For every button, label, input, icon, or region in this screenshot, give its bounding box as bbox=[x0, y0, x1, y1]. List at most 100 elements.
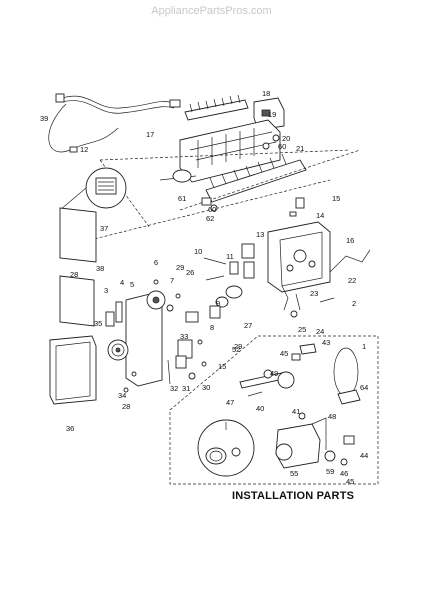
callout-8: 8 bbox=[210, 323, 214, 332]
callout-22: 22 bbox=[348, 276, 356, 285]
screw-20 bbox=[272, 134, 280, 142]
callout-29: 29 bbox=[234, 342, 242, 351]
fitting-48 bbox=[277, 371, 295, 389]
callout-9: 9 bbox=[216, 299, 220, 308]
callout-28: 28 bbox=[122, 402, 130, 411]
callout-19: 19 bbox=[268, 110, 276, 119]
callout-32: 32 bbox=[170, 384, 178, 393]
callout-14: 14 bbox=[316, 211, 324, 220]
washer-59 bbox=[324, 450, 336, 462]
screw-29b bbox=[197, 339, 203, 345]
screw-45 bbox=[291, 353, 301, 361]
strainer-detail bbox=[197, 419, 255, 477]
clip-14 bbox=[289, 211, 297, 217]
part-8 bbox=[185, 311, 199, 323]
callout-45: 45 bbox=[346, 477, 354, 486]
callout-52: 52 bbox=[232, 345, 240, 354]
switch-11 bbox=[229, 261, 239, 275]
line-40 bbox=[247, 391, 263, 397]
callout-35: 35 bbox=[94, 319, 102, 328]
wire-26 bbox=[205, 275, 225, 281]
callout-5: 5 bbox=[130, 280, 134, 289]
nut-49 bbox=[263, 369, 273, 379]
ejector-blade bbox=[184, 94, 249, 121]
callout-21: 21 bbox=[296, 144, 304, 153]
callout-23: 23 bbox=[310, 289, 318, 298]
part-15 bbox=[209, 305, 221, 319]
water-tube bbox=[333, 347, 359, 397]
installation-parts-heading: INSTALLATION PARTS bbox=[232, 490, 355, 502]
callout-26: 26 bbox=[186, 268, 194, 277]
callout-37: 37 bbox=[100, 224, 108, 233]
clip-61 bbox=[201, 197, 212, 206]
callout-2: 2 bbox=[352, 299, 356, 308]
callout-7: 7 bbox=[170, 276, 174, 285]
screw-30 bbox=[188, 372, 196, 380]
callout-40: 40 bbox=[256, 404, 264, 413]
callout-25: 25 bbox=[298, 325, 306, 334]
callout-31: 31 bbox=[182, 384, 190, 393]
screw-34 bbox=[131, 371, 137, 377]
callout-64: 64 bbox=[360, 383, 368, 392]
fill-arm bbox=[329, 249, 371, 273]
callout-33: 33 bbox=[180, 332, 188, 341]
callout-48: 48 bbox=[328, 412, 336, 421]
callout-62: 62 bbox=[206, 214, 214, 223]
callout-36: 36 bbox=[66, 424, 74, 433]
watermark: AppliancePartsPros.com bbox=[151, 5, 272, 17]
callout-38: 38 bbox=[96, 264, 104, 273]
screw-25 bbox=[290, 310, 298, 318]
callout-29: 29 bbox=[176, 263, 184, 272]
callout-1: 1 bbox=[362, 342, 366, 351]
callout-6: 6 bbox=[154, 258, 158, 267]
part-7 bbox=[166, 304, 174, 312]
part-32 bbox=[167, 359, 171, 385]
mounting-plate bbox=[125, 290, 166, 387]
screw-41 bbox=[298, 412, 306, 420]
callout-13: 13 bbox=[256, 230, 264, 239]
part-31 bbox=[175, 355, 187, 369]
connector-13 bbox=[241, 243, 255, 259]
callout-17: 17 bbox=[146, 130, 154, 139]
clip-44 bbox=[343, 435, 355, 445]
wire-harness bbox=[48, 93, 181, 153]
part-4 bbox=[115, 301, 123, 323]
callout-18: 18 bbox=[262, 89, 270, 98]
bracket-15 bbox=[295, 197, 305, 209]
water-valve bbox=[275, 417, 327, 469]
instruction-sheet-38 bbox=[59, 275, 95, 327]
callout-41: 41 bbox=[292, 407, 300, 416]
callout-15: 15 bbox=[218, 362, 226, 371]
callout-43: 43 bbox=[322, 338, 330, 347]
drive-gear bbox=[107, 339, 129, 361]
screw-28 bbox=[123, 387, 129, 393]
callout-20: 20 bbox=[282, 134, 290, 143]
callout-10: 10 bbox=[194, 247, 202, 256]
callout-44: 44 bbox=[360, 451, 368, 460]
screw-46 bbox=[340, 458, 348, 466]
clamp-64 bbox=[337, 389, 361, 405]
callout-27: 27 bbox=[244, 321, 252, 330]
screw-60 bbox=[210, 204, 218, 212]
callout-49: 49 bbox=[270, 369, 278, 378]
callout-46: 46 bbox=[340, 469, 348, 478]
part-33 bbox=[177, 339, 193, 359]
lever-10 bbox=[203, 257, 227, 265]
screw-60-top bbox=[262, 142, 270, 150]
thermostat bbox=[215, 285, 243, 308]
front-cover bbox=[49, 335, 97, 405]
screw-29 bbox=[175, 293, 181, 299]
callout-55: 55 bbox=[290, 469, 298, 478]
callout-30: 30 bbox=[202, 383, 210, 392]
spring-2 bbox=[319, 297, 335, 303]
callout-59: 59 bbox=[326, 467, 334, 476]
connector-detail bbox=[59, 167, 127, 211]
screw-15b bbox=[201, 361, 207, 367]
screw-6 bbox=[153, 279, 159, 285]
callout-11: 11 bbox=[226, 252, 234, 261]
callout-61: 61 bbox=[178, 194, 186, 203]
callout-60: 60 bbox=[208, 205, 216, 214]
callout-47: 47 bbox=[226, 398, 234, 407]
